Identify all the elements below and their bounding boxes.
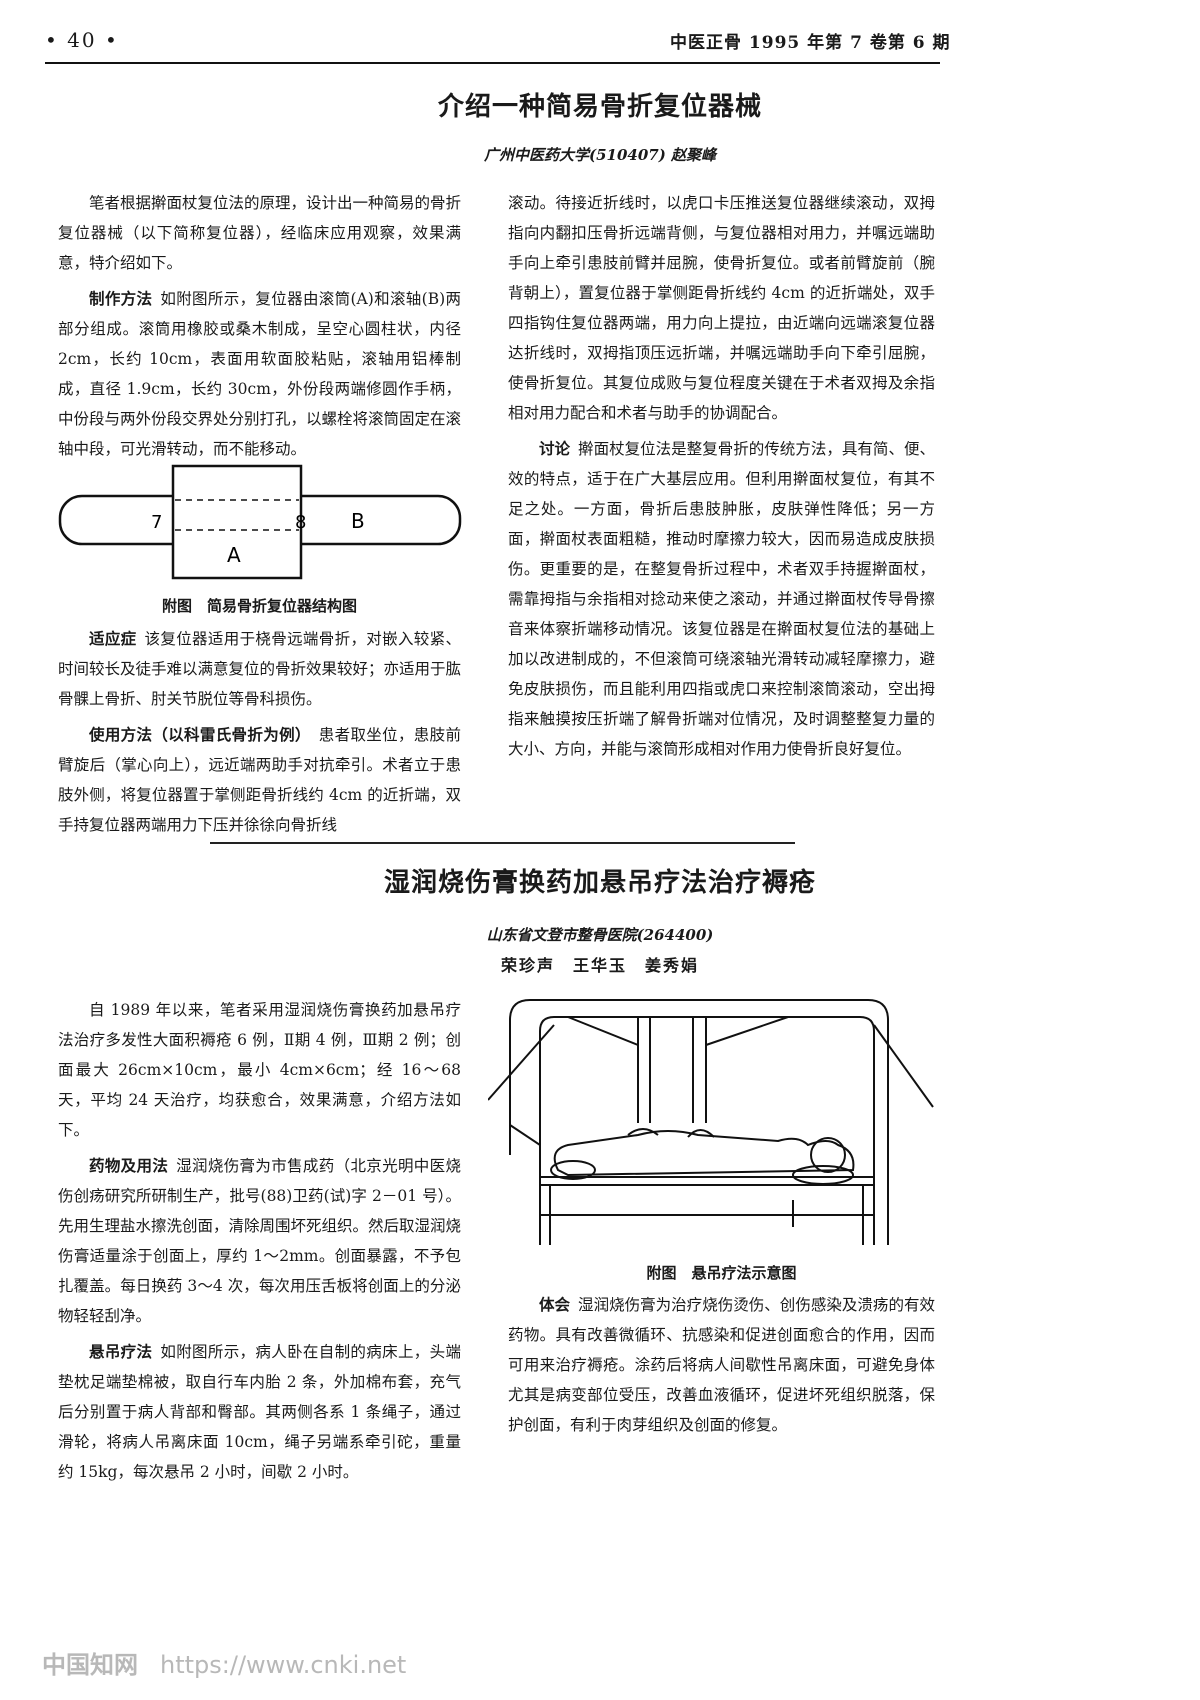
section-lead: 使用方法（以科雷氏骨折为例）	[89, 726, 311, 744]
header-rule	[45, 62, 940, 64]
paragraph: 讨论擀面杖复位法是整复骨折的传统方法，具有简、便、效的特点，适于在广大基层应用。…	[508, 440, 935, 758]
left-mark: 7	[151, 512, 162, 533]
paragraph: 适应症该复位器适用于桡骨远端骨折，对嵌入较紧、时间较长及徒手难以满意复位的骨折效…	[58, 630, 462, 708]
paragraph: 体会湿润烧伤膏为治疗烧伤烫伤、创伤感染及溃疡的有效药物。具有改善微循环、抗感染和…	[508, 1296, 935, 1434]
article1-left-column-continued: 适应症该复位器适用于桡骨远端骨折，对嵌入较紧、时间较长及徒手难以满意复位的骨折效…	[58, 624, 461, 846]
article1-right-column: 滚动。待接近折线时，以虎口卡压推送复位器继续滚动，双拇指向内翻扣压骨折远端背侧，…	[508, 188, 935, 770]
section-lead: 药物及用法	[89, 1157, 169, 1175]
article2-authors: 荣珍声 王华玉 姜秀娟	[500, 956, 699, 975]
article2-title: 湿润烧伤膏换药加悬吊疗法治疗褥疮	[383, 868, 816, 898]
paragraph: 制作方法如附图所示，复位器由滚筒(A)和滚轴(B)两部分组成。滚筒用橡胶或桑木制…	[58, 290, 462, 458]
patient-head	[810, 1137, 846, 1173]
section-lead: 适应症	[89, 630, 137, 648]
reduction-device-figure: 7 8 B A	[58, 464, 462, 580]
section-lead: 悬吊疗法	[89, 1343, 153, 1361]
article2-affiliation: 山东省文登市整骨医院(264400)	[486, 926, 714, 944]
suspension-therapy-figure	[488, 999, 934, 1245]
label-a: A	[227, 543, 241, 567]
paragraph: 自 1989 年以来，笔者采用湿润烧伤膏换药加悬吊疗法治疗多发性大面积褥疮 6 …	[58, 1001, 461, 1139]
cnki-watermark[interactable]: 中国知网 https://www.cnki.net	[42, 1645, 406, 1680]
paragraph: 悬吊疗法如附图所示，病人卧在自制的病床上，头端垫枕足端垫棉被，取自行车内胎 2 …	[58, 1343, 461, 1481]
article-divider	[210, 842, 795, 844]
section-lead: 讨论	[539, 440, 571, 458]
paragraph: 笔者根据擀面杖复位法的原理，设计出一种简易的骨折复位器械（以下简称复位器），经临…	[58, 194, 462, 272]
article1-affiliation: 广州中医药大学(510407) 赵聚峰	[483, 146, 717, 164]
article1-left-column: 笔者根据擀面杖复位法的原理，设计出一种简易的骨折复位器械（以下简称复位器），经临…	[58, 188, 461, 470]
figure2-caption: 附图 悬吊疗法示意图	[646, 1264, 797, 1282]
roller-drum	[171, 464, 303, 580]
article2-right-column: 体会湿润烧伤膏为治疗烧伤烫伤、创伤感染及溃疡的有效药物。具有改善微循环、抗感染和…	[508, 1290, 935, 1446]
paragraph: 药物及用法湿润烧伤膏为市售成药（北京光明中医烧伤创疡研究所研制生产，批号(88)…	[58, 1157, 462, 1325]
watermark-brand: 中国知网	[42, 1651, 138, 1679]
right-mark: 8	[295, 512, 306, 533]
figure1-caption: 附图 简易骨折复位器结构图	[161, 597, 357, 615]
article1-title: 介绍一种简易骨折复位器械	[437, 92, 762, 122]
paragraph: 滚动。待接近折线时，以虎口卡压推送复位器继续滚动，双拇指向内翻扣压骨折远端背侧，…	[508, 194, 935, 422]
paragraph: 使用方法（以科雷氏骨折为例）患者取坐位，患肢前臂旋后（掌心向上），远近端两助手对…	[58, 726, 461, 834]
journal-issue: 中医正骨 1995 年第 7 卷第 6 期	[670, 33, 951, 53]
watermark-url[interactable]: https://www.cnki.net	[160, 1651, 407, 1679]
label-b: B	[351, 509, 365, 533]
article2-left-column: 自 1989 年以来，笔者采用湿润烧伤膏换药加悬吊疗法治疗多发性大面积褥疮 6 …	[58, 995, 461, 1493]
section-lead: 制作方法	[89, 290, 153, 308]
page-number: • 40 •	[45, 28, 119, 52]
patient-body	[553, 1130, 855, 1177]
section-lead: 体会	[539, 1296, 571, 1314]
bed-frame-top	[530, 999, 889, 1245]
